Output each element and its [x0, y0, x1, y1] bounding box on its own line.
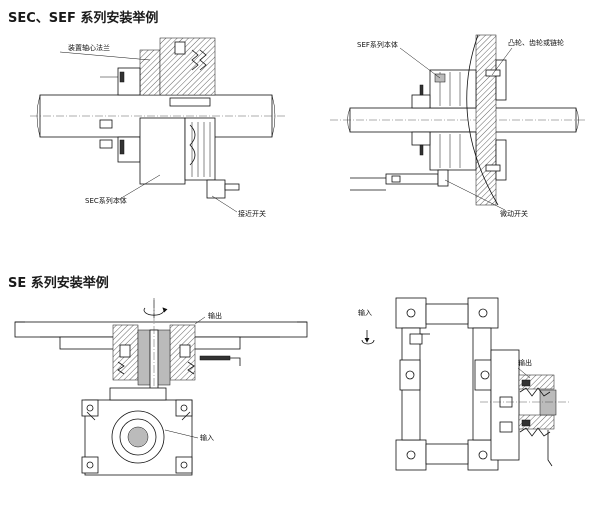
- section-title-sec-sef: SEC、SEF 系列安装举例: [8, 11, 159, 26]
- label-output-vertical: 输出: [518, 358, 532, 367]
- label-micro-switch: 微动开关: [500, 209, 528, 218]
- figure-se-horizontal: [14, 298, 308, 476]
- label-proximity-switch: 接近开关: [238, 209, 266, 218]
- label-input-vertical: 输入: [358, 308, 372, 317]
- figure-sef-installation: [330, 34, 585, 206]
- figure-se-vertical: [361, 297, 570, 471]
- label-cam-gear-sprocket: 凸轮、齿轮或链轮: [508, 38, 564, 47]
- label-mounting-flange: 装置轴心法兰: [68, 43, 110, 52]
- label-sef-body: SEF系列本体: [357, 40, 398, 49]
- label-input: 输入: [200, 433, 214, 442]
- label-sec-body: SEC系列本体: [85, 196, 127, 205]
- figure-sec-installation: [30, 37, 285, 199]
- label-output: 输出: [208, 311, 222, 320]
- section-title-se: SE 系列安装举例: [8, 276, 109, 291]
